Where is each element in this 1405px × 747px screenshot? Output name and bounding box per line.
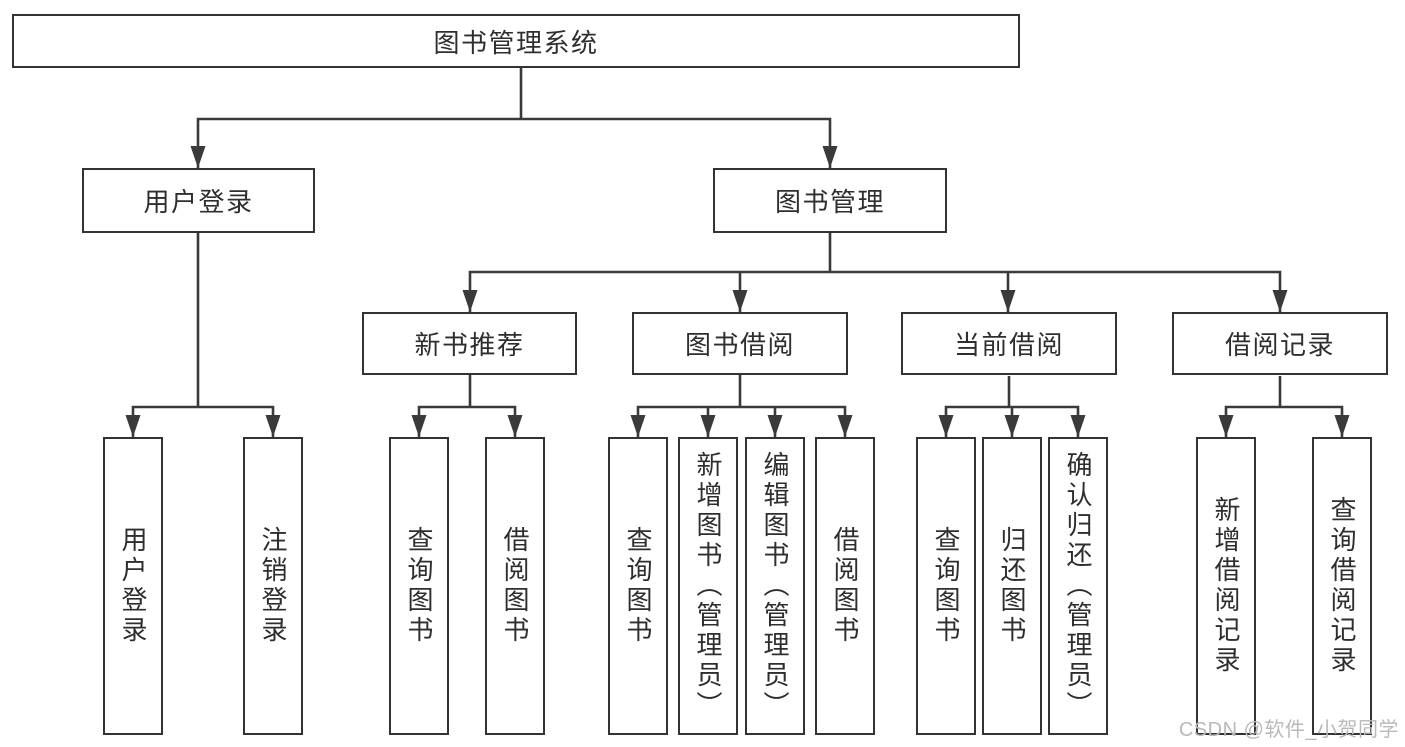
arrowhead-icon: [938, 415, 954, 437]
leaf-borrow-edit-books-admin-label: 编辑图书（管理员）: [760, 451, 790, 721]
connector-bookmgmt-to-level3: [468, 233, 1282, 312]
node-current-borrow-label: 当前借阅: [953, 330, 1064, 360]
connector-userlogin-to-leaves: [131, 233, 275, 437]
leaf-current-query-books-label: 查询图书: [931, 526, 961, 646]
arrowhead-icon: [265, 415, 281, 437]
node-borrow-records-label: 借阅记录: [1224, 330, 1335, 360]
leaf-records-add-record: 新增借阅记录: [1196, 437, 1256, 735]
leaf-current-return-books-label: 归还图书: [997, 526, 1027, 646]
node-new-book-recommend: 新书推荐: [362, 312, 577, 375]
arrowhead-icon: [507, 415, 523, 437]
arrowhead-icon: [822, 146, 838, 168]
leaf-current-confirm-return-admin: 确认归还（管理员）: [1048, 437, 1108, 735]
node-book-management-label: 图书管理: [774, 187, 885, 217]
connector-newbook-to-leaves: [417, 375, 517, 437]
node-user-login: 用户登录: [82, 168, 315, 233]
arrowhead-icon: [1218, 415, 1234, 437]
node-user-login-label: 用户登录: [143, 187, 254, 217]
node-library-management-system: 图书管理系统: [12, 14, 1020, 68]
arrowhead-icon: [1334, 415, 1350, 437]
arrowhead-icon: [1070, 415, 1086, 437]
leaf-newbook-query-books: 查询图书: [389, 437, 449, 735]
arrowhead-icon: [190, 146, 206, 168]
connector-root-to-level2: [196, 68, 832, 168]
leaf-user-login-label: 用户登录: [118, 526, 148, 646]
arrowhead-icon: [1272, 290, 1288, 312]
leaf-user-login: 用户登录: [103, 437, 163, 735]
leaf-newbook-borrow-books-label: 借阅图书: [500, 526, 530, 646]
node-book-borrow: 图书借阅: [632, 312, 848, 375]
arrowhead-icon: [767, 415, 783, 437]
arrowhead-icon: [1000, 290, 1016, 312]
leaf-logout-label: 注销登录: [258, 526, 288, 646]
leaf-logout: 注销登录: [243, 437, 303, 735]
node-book-management: 图书管理: [713, 168, 947, 233]
leaf-records-query-record-label: 查询借阅记录: [1327, 496, 1357, 676]
leaf-newbook-borrow-books: 借阅图书: [485, 437, 545, 735]
leaf-current-return-books: 归还图书: [982, 437, 1042, 735]
connector-bookborrow-to-leaves: [636, 375, 847, 437]
arrowhead-icon: [1004, 415, 1020, 437]
leaf-records-add-record-label: 新增借阅记录: [1211, 496, 1241, 676]
connector-lines: [131, 68, 1344, 437]
node-borrow-records: 借阅记录: [1172, 312, 1388, 375]
leaf-borrow-add-books-admin-label: 新增图书（管理员）: [693, 451, 723, 721]
leaf-borrow-add-books-admin: 新增图书（管理员）: [678, 437, 738, 735]
arrowhead-icon: [700, 415, 716, 437]
leaf-borrow-borrow-books: 借阅图书: [815, 437, 875, 735]
leaf-borrow-query-books: 查询图书: [608, 437, 668, 735]
node-book-borrow-label: 图书借阅: [684, 330, 795, 360]
node-current-borrow: 当前借阅: [901, 312, 1117, 375]
leaf-records-query-record: 查询借阅记录: [1312, 437, 1372, 735]
arrowhead-icon: [411, 415, 427, 437]
arrowhead-icon: [125, 415, 141, 437]
leaf-current-query-books: 查询图书: [916, 437, 976, 735]
leaf-borrow-query-books-label: 查询图书: [623, 526, 653, 646]
leaf-borrow-borrow-books-label: 借阅图书: [830, 526, 860, 646]
leaf-borrow-edit-books-admin: 编辑图书（管理员）: [745, 437, 805, 735]
arrowhead-icon: [462, 290, 478, 312]
arrowhead-icon: [732, 290, 748, 312]
node-new-book-recommend-label: 新书推荐: [414, 330, 525, 360]
leaf-current-confirm-return-admin-label: 确认归还（管理员）: [1063, 451, 1093, 721]
csdn-watermark: CSDN @软件_小贺同学: [1178, 719, 1399, 741]
arrowhead-icon: [630, 415, 646, 437]
node-library-management-system-label: 图书管理系统: [433, 27, 599, 58]
arrowhead-icon: [837, 415, 853, 437]
connector-arrowheads: [125, 146, 1350, 437]
connector-records-to-leaves: [1224, 376, 1344, 437]
leaf-newbook-query-books-label: 查询图书: [404, 526, 434, 646]
